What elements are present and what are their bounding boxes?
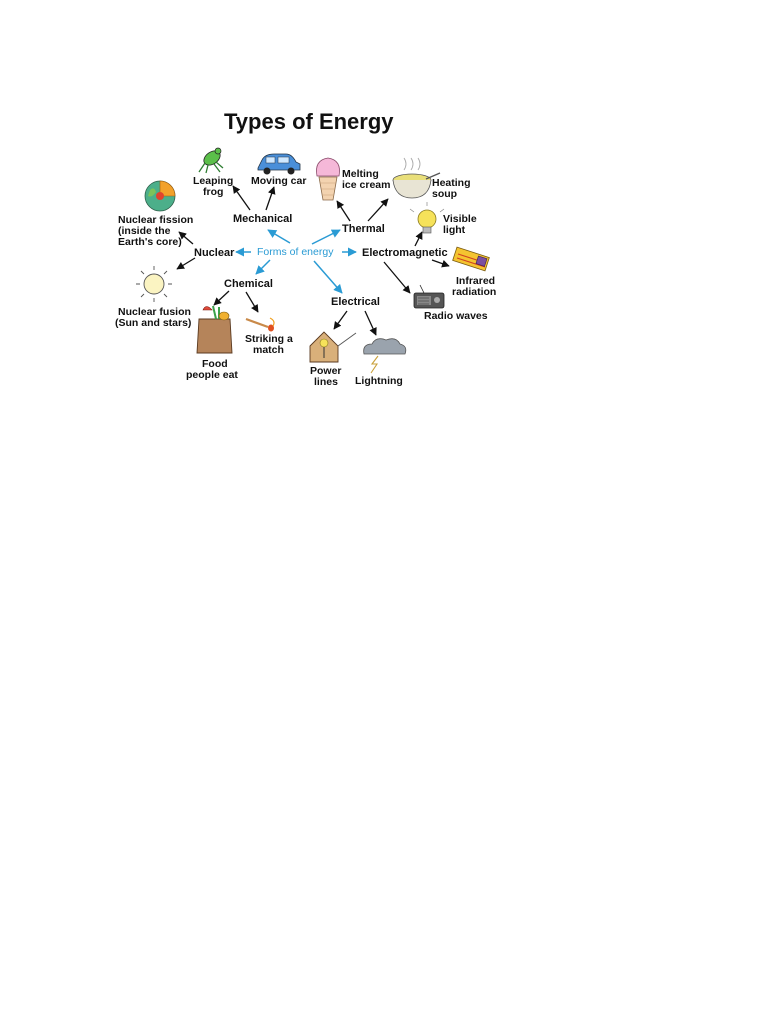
label-lightning: Lightning [355,375,403,387]
arrow-nuclear-fusion [176,257,196,270]
label-fusion-line2: (Sun and stars) [115,317,191,329]
label-heating-line1: Heating [432,177,471,189]
center-label: Forms of energy [257,246,334,258]
infrared-heater-icon [452,246,490,272]
category-thermal: Thermal [342,223,385,235]
sun-icon [136,266,172,302]
arrow-chemical-food [213,290,230,306]
label-moving-car: Moving car [251,175,306,187]
label-fission-line2: (inside the [118,225,171,237]
example-arrows [176,185,450,336]
arrow-to-chemical [255,259,271,275]
label-radio-waves: Radio waves [424,310,488,322]
center-arrows [235,229,357,294]
label-leaping-frog-line2: frog [203,186,223,198]
arrow-em-infrared [431,259,450,268]
label-food-line2: people eat [186,369,238,381]
food-bag-icon [196,305,233,354]
label-lightning-line1: Lightning [355,375,403,387]
label-visible-light: Visible light [443,213,480,236]
category-electrical: Electrical [331,296,380,308]
soup-icon [392,157,441,199]
arrow-em-light [414,231,423,247]
frog-icon [198,147,224,174]
storm-cloud-icon [363,338,407,374]
arrow-to-mechanical [267,229,291,244]
arrow-thermal-icecream [336,200,351,222]
category-chemical: Chemical [224,278,273,290]
label-power-lines: Power lines [310,365,344,388]
label-infrared-line2: radiation [452,286,496,298]
arrow-nuclear-fission [178,231,194,245]
match-icon [245,317,275,332]
label-power-line1: Power [310,365,342,377]
category-mechanical: Mechanical [233,213,292,225]
car-icon [257,153,301,175]
category-nuclear: Nuclear [194,247,235,259]
earth-core-icon [144,180,176,212]
light-bulb-icon [409,202,445,234]
label-fission-line3: Earth's core) [118,236,182,248]
label-match-line1: Striking a [245,333,293,345]
arrow-electrical-powerlines [333,310,348,330]
label-food-people-eat: Food people eat [186,358,238,381]
label-nuclear-fission: Nuclear fission (inside the Earth's core… [118,214,196,248]
example-labels: Leaping frog Moving car Melting ice crea… [115,168,498,388]
category-electromagnetic: Electromagnetic [362,247,448,259]
label-heating-line2: soup [432,188,457,200]
arrow-to-thermal [311,229,341,245]
radio-icon [413,284,445,309]
label-visible-line2: light [443,224,466,236]
label-visible-line1: Visible [443,213,477,225]
arrow-em-radio [383,261,411,294]
label-melting-line1: Melting [342,168,379,180]
ice-cream-icon [316,157,340,201]
label-infrared-radiation: Infrared radiation [452,275,498,298]
label-infrared-line1: Infrared [456,275,495,287]
label-striking-match: Striking a match [245,333,296,356]
label-nuclear-fusion: Nuclear fusion (Sun and stars) [115,306,194,329]
label-food-line1: Food [202,358,228,370]
arrow-electrical-lightning [364,310,377,336]
label-heating-soup: Heating soup [432,177,473,200]
label-fusion-line1: Nuclear fusion [118,306,191,318]
label-melting-line2: ice cream [342,179,390,191]
arrow-thermal-soup [367,198,389,222]
diagram-title: Types of Energy [224,109,394,134]
house-power-icon [309,331,357,363]
label-moving-car-line1: Moving car [251,175,306,187]
label-melting-ice-cream: Melting ice cream [342,168,390,191]
label-leaping-frog-line1: Leaping [193,175,233,187]
arrow-mechanical-frog [232,185,251,211]
label-leaping-frog: Leaping frog [193,175,236,198]
label-fission-line1: Nuclear fission [118,214,193,226]
label-match-line2: match [253,344,284,356]
label-power-line2: lines [314,376,338,388]
arrow-chemical-match [245,291,259,313]
arrow-to-electrical [313,260,343,294]
label-radio-line1: Radio waves [424,310,488,322]
arrow-mechanical-car [265,186,276,211]
